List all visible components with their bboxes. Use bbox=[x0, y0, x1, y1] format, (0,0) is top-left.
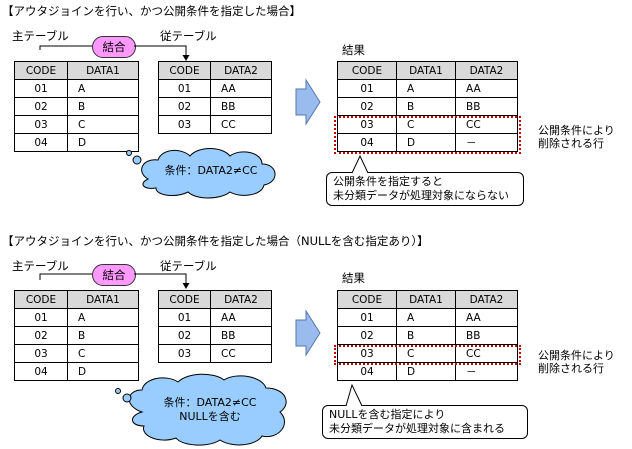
section2-result-arrow bbox=[295, 309, 321, 357]
section2-side-note: 公開条件により削除される行 bbox=[538, 349, 615, 375]
section1-result-label: 結果 bbox=[342, 43, 365, 57]
section1-master-label: 主テーブル bbox=[12, 29, 69, 43]
section1-callout-tail bbox=[351, 154, 369, 174]
section2-master-label: 主テーブル bbox=[12, 259, 69, 273]
section2-condition-cloud bbox=[115, 373, 287, 446]
section1-detail-label: 従テーブル bbox=[160, 29, 217, 43]
section1-join-pill: 結合 bbox=[92, 36, 136, 58]
section2-detail-label: 従テーブル bbox=[160, 259, 217, 273]
section1-title: 【アウタジョインを行い、かつ公開条件を指定した場合】 bbox=[2, 4, 301, 18]
section2-join-connector bbox=[39, 273, 190, 289]
section1-condition-text: 条件：DATA2≠CC bbox=[164, 164, 258, 177]
section1-condition-cloud bbox=[126, 148, 276, 199]
section2-callout: NULLを含む指定により未分類データが処理対象に含まれる bbox=[322, 405, 528, 439]
section1-callout: 公開条件を指定すると未分類データが処理対象にならない bbox=[326, 172, 524, 206]
section1-join-connector bbox=[39, 45, 190, 61]
section2-removed-row-marker bbox=[334, 345, 521, 365]
section2-join-pill: 結合 bbox=[92, 264, 136, 286]
section1-result-arrow bbox=[295, 78, 321, 126]
section2-callout-tail bbox=[345, 383, 363, 407]
section2-title: 【アウタジョインを行い、かつ公開条件を指定した場合（NULLを含む指定あり）】 bbox=[2, 234, 429, 248]
section1-side-note: 公開条件により削除される行 bbox=[538, 124, 615, 150]
section1-removed-rows-marker bbox=[334, 116, 521, 154]
section2-result-label: 結果 bbox=[342, 271, 365, 285]
